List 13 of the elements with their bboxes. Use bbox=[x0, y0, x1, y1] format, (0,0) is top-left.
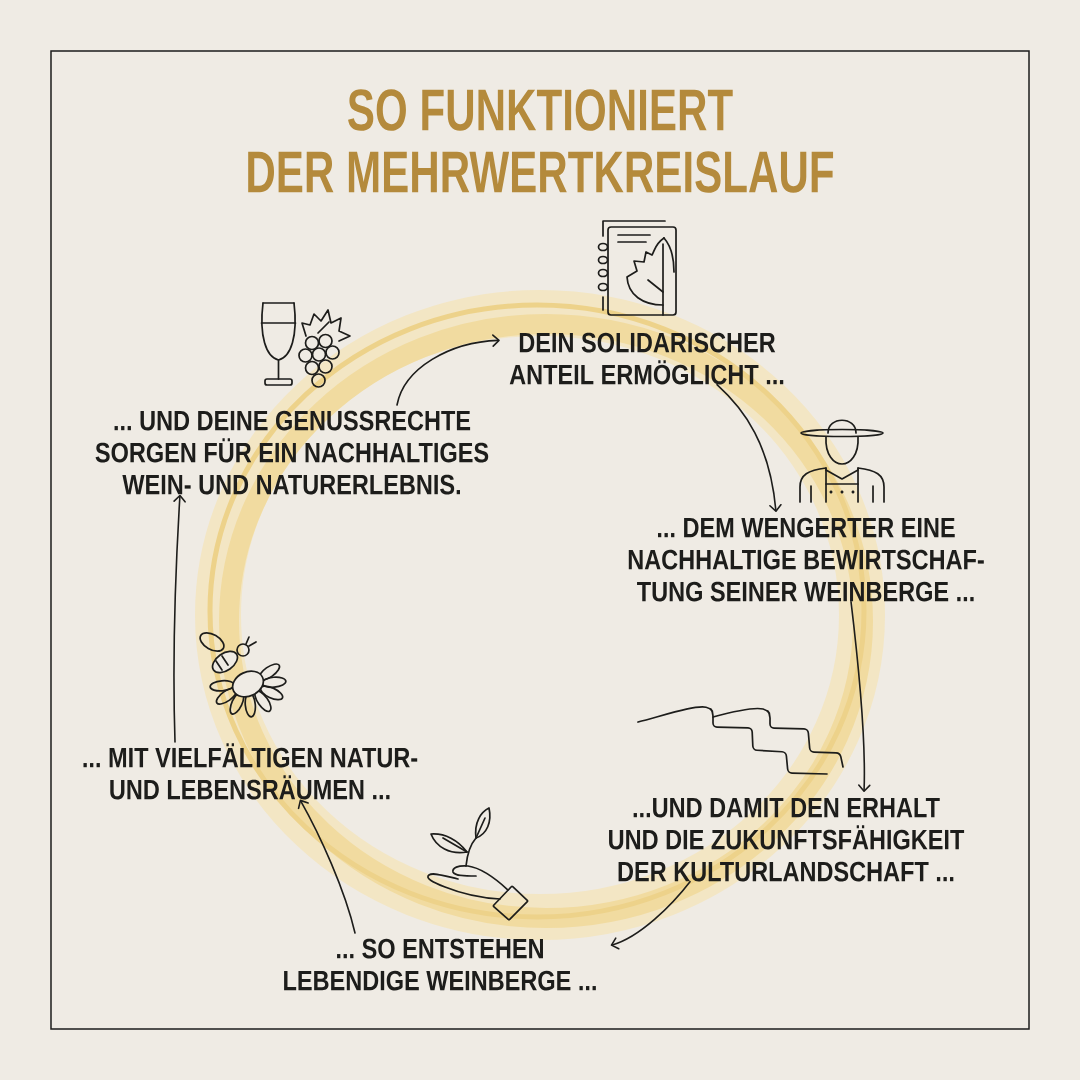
arrow bbox=[173, 494, 186, 743]
step-text: ...UND DAMIT DEN ERHALT UND DIE ZUKUNFTSFÄHIGKEIT DER KULTURLANDSCHAFT ... bbox=[609, 797, 965, 882]
arrow bbox=[297, 799, 356, 934]
title: SO FUNKTIONIERT DER MEHRWERTKREISLAUF bbox=[248, 89, 834, 193]
step-text: ... DEM WENGERTER EINE NACHHALTIGE BEWIRTSCHAF- TUNG SEINER WEINBERGE ... bbox=[628, 517, 984, 602]
arrow bbox=[396, 334, 500, 406]
step-text: ... SO ENTSTEHEN LEBENDIGE WEINBERGE ... bbox=[284, 938, 596, 991]
arrow bbox=[850, 600, 871, 792]
step-text: DEIN SOLIDARISCHER ANTEIL ERMÖGLICHT ... bbox=[509, 332, 784, 385]
step-text: ... MIT VIELFÄLTIGEN NATUR- UND LEBENSRÄUMEN ... bbox=[83, 743, 418, 800]
step-text: ... UND DEINE GENUSSRECHTE SORGEN FÜR EIN NACHHALTIGES WEIN- UND NATURERLEBNIS. bbox=[95, 410, 489, 495]
arrow bbox=[610, 880, 691, 950]
arrow bbox=[716, 383, 782, 512]
